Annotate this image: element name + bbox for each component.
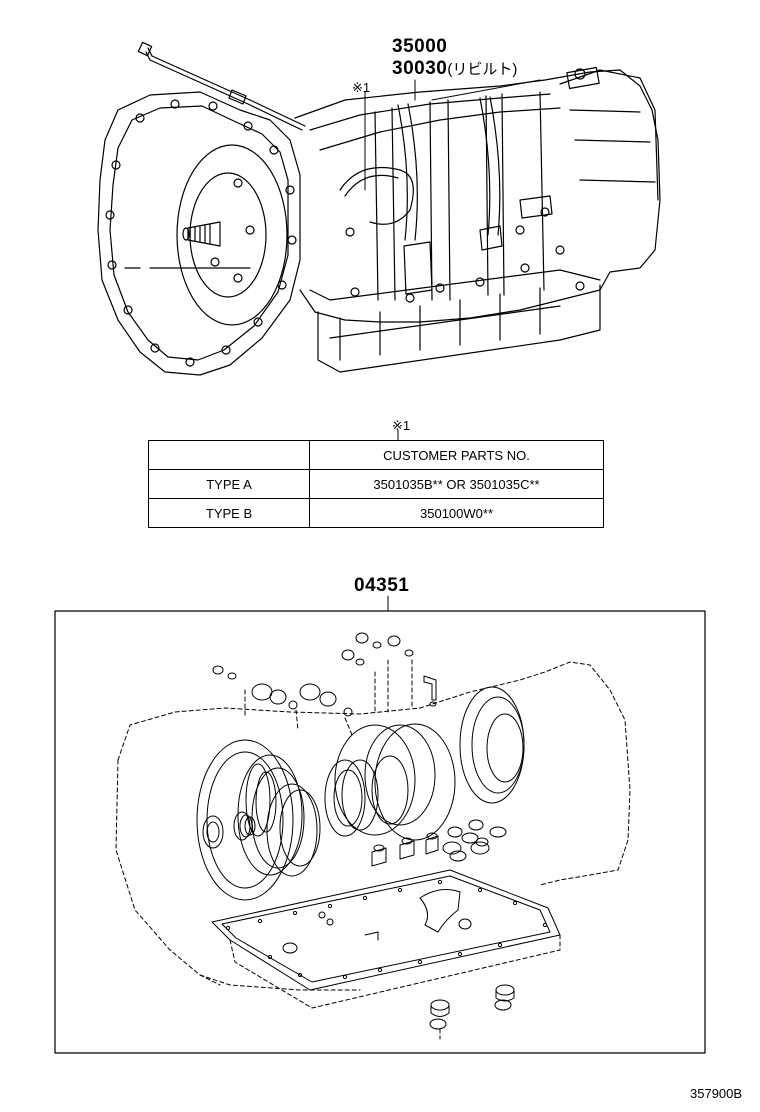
transmission-assembly-drawing <box>97 41 661 376</box>
rebuilt-part-number: 30030 <box>392 58 448 79</box>
customer-parts-table: CUSTOMER PARTS NO. TYPE A 3501035B** OR … <box>148 440 604 528</box>
table-cell-type: TYPE B <box>148 498 310 528</box>
assembly-reference-mark: ※1 <box>352 80 371 95</box>
table-header-row: CUSTOMER PARTS NO. <box>148 440 604 470</box>
gasket-kit-frame <box>54 610 706 1054</box>
table-row: TYPE B 350100W0** <box>148 498 604 528</box>
table-cell-parts-no: 3501035B** OR 3501035C** <box>309 469 604 499</box>
table-row: TYPE A 3501035B** OR 3501035C** <box>148 469 604 499</box>
table-reference-mark: ※1 <box>392 418 411 433</box>
table-cell-type: TYPE A <box>148 469 310 499</box>
table-cell-parts-no: 350100W0** <box>309 498 604 528</box>
table-header-cell <box>148 440 310 470</box>
table-header-cell: CUSTOMER PARTS NO. <box>309 440 604 470</box>
figure-id: 357900B <box>690 1086 743 1101</box>
rebuilt-part-number-group: 30030(リビルト) <box>392 58 517 80</box>
gasket-kit-part-number: 04351 <box>354 575 410 596</box>
gasket-kit-drawing <box>115 632 631 1041</box>
rebuilt-note: (リビルト) <box>447 61 518 78</box>
assembly-part-number: 35000 <box>392 36 448 57</box>
